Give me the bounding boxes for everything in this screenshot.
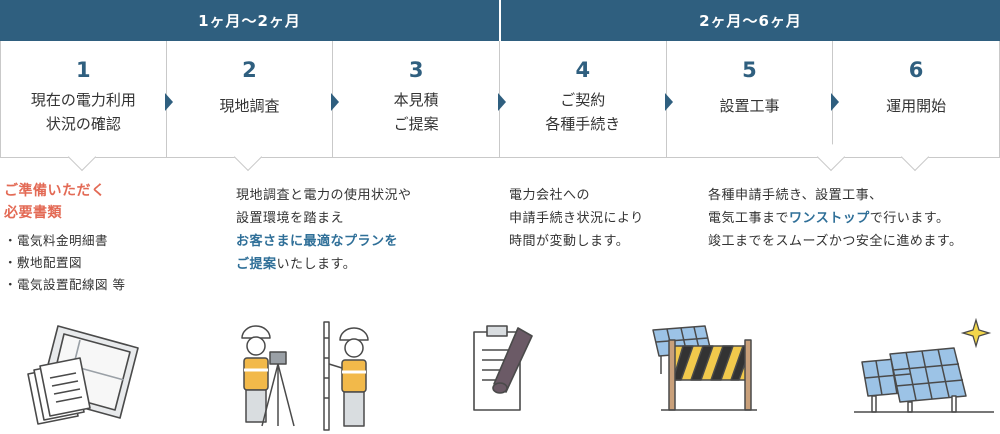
- step-label: 現在の電力利用 状況の確認: [30, 91, 136, 133]
- pointer-down-icon: [900, 142, 930, 172]
- step-label: 本見積 ご提案: [393, 91, 439, 133]
- detail-text: 設置環境を踏まえ: [236, 211, 345, 226]
- step-1: 1 現在の電力利用 状況の確認: [0, 41, 173, 172]
- detail-highlight: ご提案: [236, 257, 277, 272]
- arrow-right-icon: [497, 93, 506, 111]
- detail-text: 各種申請手続き、設置工事、: [708, 188, 883, 203]
- arrow-right-icon: [664, 93, 673, 111]
- period-1-2-months: 1ヶ月〜2ヶ月: [0, 0, 499, 41]
- detail-text: いたします。: [276, 257, 357, 272]
- step-number: 1: [76, 58, 91, 82]
- detail-text: 現地調査と電力の使用状況や: [236, 188, 412, 203]
- construction-barrier-icon: [652, 325, 757, 411]
- step-label: 設置工事: [719, 97, 780, 115]
- period-header: 1ヶ月〜2ヶ月 2ヶ月〜6ヶ月: [0, 0, 1000, 41]
- step-number: 2: [242, 58, 257, 82]
- surveyors-icon: [241, 321, 369, 431]
- contract-detail: 電力会社への 申請手続き状況により 時間が変動します。: [509, 184, 644, 253]
- detail-text: 時間が変動します。: [509, 234, 630, 249]
- construction-detail: 各種申請手続き、設置工事、 電気工事までワンストップで行います。 竣工までをスム…: [708, 184, 963, 253]
- survey-detail: 現地調査と電力の使用状況や 設置環境を踏まえ お客さまに最適なプランを ご提案い…: [236, 184, 412, 276]
- step-label: 現地調査: [219, 97, 280, 115]
- step-label: ご契約 各種手続き: [545, 91, 621, 133]
- step-2: 2 現地調査: [166, 41, 340, 172]
- solar-panels-icon: [854, 318, 994, 413]
- detail-text: 竣工までをスムーズかつ安全に進めます。: [708, 234, 963, 249]
- list-item: ・敷地配置図: [4, 255, 83, 270]
- prep-title: ご準備いただく: [4, 183, 106, 199]
- list-item: ・電気料金明細書: [4, 233, 109, 248]
- step-number: 5: [742, 58, 757, 82]
- detail-text: で行います。: [869, 211, 950, 226]
- contract-icon: [473, 325, 533, 411]
- step-5: 5 設置工事: [666, 41, 846, 172]
- step-details: ご準備いただく 必要書類 ・電気料金明細書 ・敷地配置図 ・電気設置配線図 等 …: [0, 180, 1000, 310]
- detail-text: 電力会社への: [509, 188, 591, 203]
- list-item: ・電気設置配線図 等: [4, 277, 126, 292]
- detail-text: 申請手続き状況により: [509, 211, 644, 226]
- period-2-6-months: 2ヶ月〜6ヶ月: [501, 0, 1000, 41]
- documents-icon: [27, 325, 139, 425]
- pointer-down-icon: [234, 142, 263, 172]
- step-number: 6: [908, 58, 924, 82]
- arrow-right-icon: [164, 93, 173, 111]
- preparation-docs: ご準備いただく 必要書類 ・電気料金明細書 ・敷地配置図 ・電気設置配線図 等: [4, 180, 125, 296]
- arrow-right-icon: [831, 93, 840, 111]
- step-label: 運用開始: [886, 97, 947, 115]
- step-6: 6 運用開始: [833, 41, 1000, 172]
- detail-highlight: ワンストップ: [789, 211, 870, 226]
- required-docs-list: ・電気料金明細書 ・敷地配置図 ・電気設置配線図 等: [4, 230, 125, 296]
- pointer-down-icon: [68, 142, 97, 172]
- detail-highlight: お客さまに最適なプランを: [236, 234, 399, 249]
- process-steps: 1 現在の電力利用 状況の確認 2 現地調査 3 本見積 ご提案 4 ご契約 各…: [0, 41, 1000, 172]
- step-number: 4: [575, 58, 591, 82]
- arrow-right-icon: [331, 93, 340, 111]
- detail-text: 電気工事まで: [708, 211, 790, 226]
- prep-title: 必要書類: [4, 205, 62, 221]
- step-number: 3: [408, 58, 424, 82]
- step-3: 3 本見積 ご提案: [333, 41, 506, 158]
- step-4: 4 ご契約 各種手続き: [499, 41, 673, 158]
